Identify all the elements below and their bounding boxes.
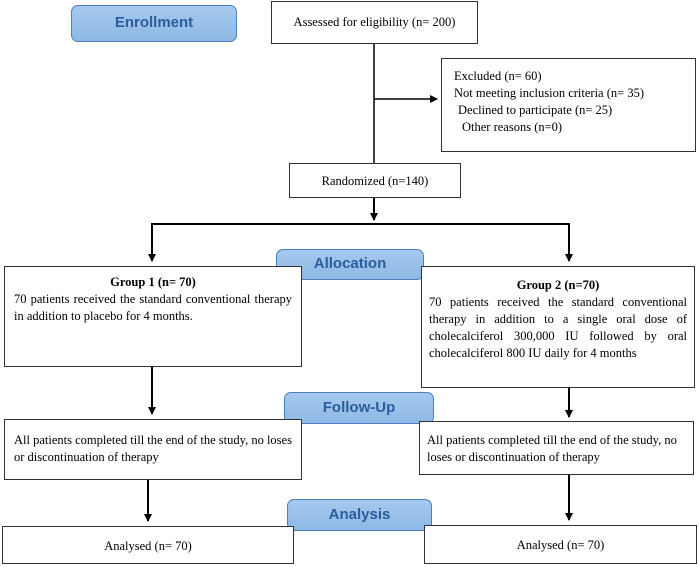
stage-enrollment: Enrollment — [71, 5, 237, 42]
stage-allocation-label: Allocation — [313, 255, 387, 272]
stage-analysis: Analysis — [287, 499, 432, 531]
group1-box: Group 1 (n= 70) 70 patients received the… — [4, 266, 302, 367]
stage-analysis-label: Analysis — [328, 506, 391, 523]
group2-analysed-text: Analysed (n= 70) — [516, 538, 605, 552]
group2-followup-box: All patients completed till the end of t… — [419, 421, 694, 475]
excluded-reason-1: Not meeting inclusion criteria (n= 35) — [454, 86, 644, 100]
group2-followup-text: All patients completed till the end of t… — [427, 433, 677, 464]
randomized-text: Randomized (n=140) — [321, 174, 429, 188]
group1-analysed-box: Analysed (n= 70) — [2, 526, 294, 564]
group2-analysed-box: Analysed (n= 70) — [424, 525, 697, 564]
stage-allocation: Allocation — [276, 249, 424, 280]
group1-analysed-text: Analysed (n= 70) — [104, 539, 192, 553]
group1-followup-box: All patients completed till the end of t… — [4, 419, 302, 480]
excluded-reason-2: Declined to participate (n= 25) — [458, 103, 613, 117]
excluded-reason-3: Other reasons (n=0) — [462, 120, 563, 134]
assessed-box: Assessed for eligibility (n= 200) — [271, 1, 478, 44]
randomized-box: Randomized (n=140) — [289, 163, 461, 198]
group1-followup-text: All patients completed till the end of t… — [14, 433, 292, 464]
stage-enrollment-label: Enrollment — [114, 14, 194, 31]
group1-title: Group 1 (n= 70) — [110, 275, 196, 289]
excluded-title: Excluded (n= 60) — [454, 69, 542, 83]
group1-text: 70 patients received the standard conven… — [14, 292, 292, 323]
stage-follow-up-label: Follow-Up — [322, 399, 396, 416]
assessed-text: Assessed for eligibility (n= 200) — [293, 15, 456, 29]
stage-follow-up: Follow-Up — [284, 392, 434, 424]
group2-box: Group 2 (n=70) 70 patients received the … — [421, 266, 695, 388]
group2-text: 70 patients received the standard conven… — [429, 295, 687, 360]
excluded-box: Excluded (n= 60) Not meeting inclusion c… — [441, 58, 696, 152]
group2-title: Group 2 (n=70) — [516, 278, 600, 292]
